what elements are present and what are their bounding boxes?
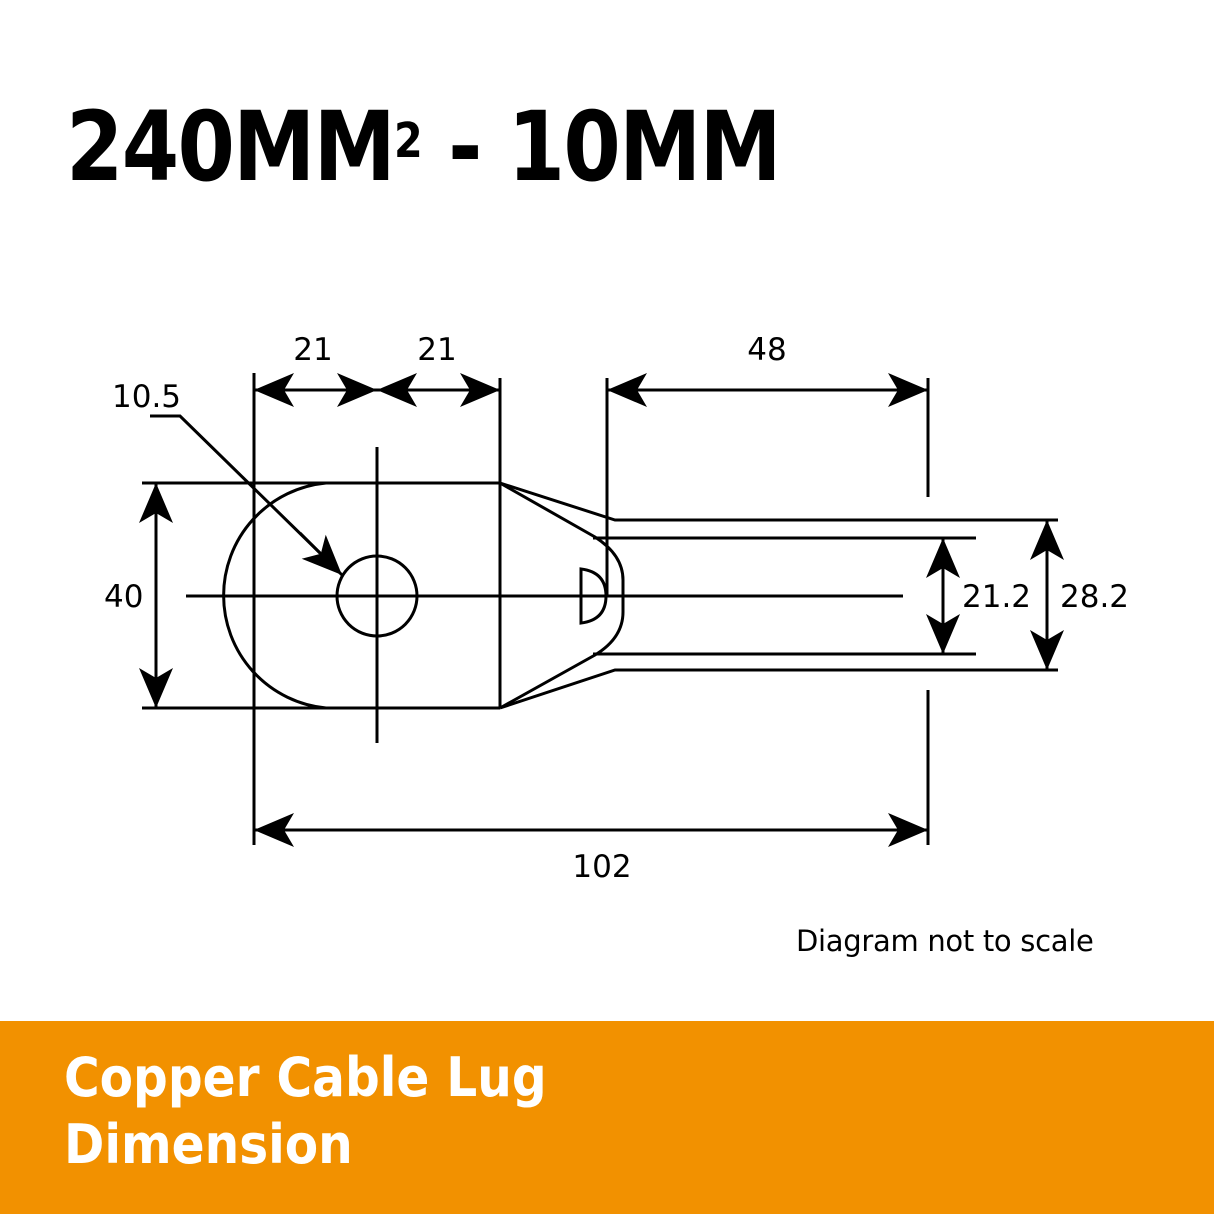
dim-label-10-5: 10.5: [112, 379, 181, 415]
dim-label-28-2: 28.2: [1060, 579, 1129, 615]
dim-label-102: 102: [572, 849, 631, 885]
title-superscript: 2: [394, 113, 423, 169]
banner: [0, 1021, 1214, 1214]
banner-line-1: Copper Cable Lug: [64, 1046, 547, 1109]
banner-text: Copper Cable Lug Dimension: [64, 1044, 547, 1178]
dim-label-40: 40: [104, 579, 143, 615]
dim-label-21-left: 21: [293, 332, 332, 368]
dim-label-48: 48: [747, 332, 786, 368]
title-suffix: - 10MM: [421, 91, 782, 203]
dimension-arrows: [139, 373, 1064, 847]
scale-note: Diagram not to scale: [796, 924, 1094, 958]
hole-leader-arrow: [298, 531, 344, 577]
banner-line-2: Dimension: [64, 1113, 353, 1176]
dim-label-21-2: 21.2: [962, 579, 1031, 615]
dim-label-21-right: 21: [417, 332, 456, 368]
lug-outline: [142, 373, 1058, 845]
title-main: 240MM: [66, 91, 396, 203]
page-title: 240MM2 - 10MM: [66, 91, 782, 203]
